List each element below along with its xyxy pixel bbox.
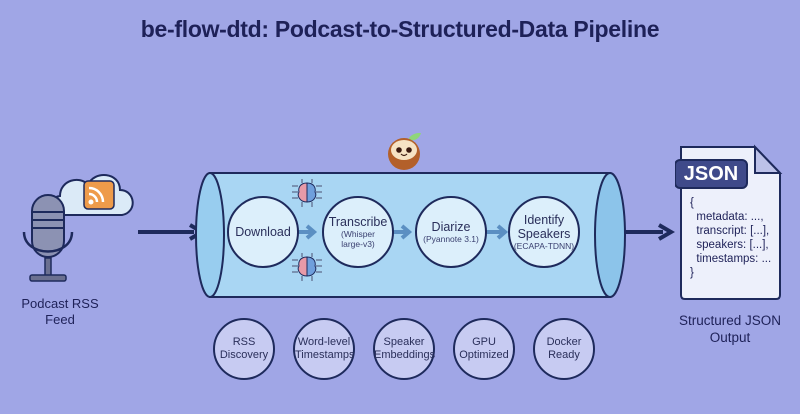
json-document-icon — [675, 144, 783, 300]
stage-name: Diarize — [431, 220, 471, 234]
json-line: speakers: [...], — [690, 239, 769, 251]
feature-speaker-embeddings: Speaker Embeddings — [373, 318, 435, 380]
json-line: } — [690, 267, 694, 279]
brain-circuit-icon — [292, 179, 322, 207]
feature-rss-discovery: RSS Discovery — [213, 318, 275, 380]
diagram-title: be-flow-dtd: Podcast-to-Structured-Data … — [140, 16, 660, 42]
stage-name: Download — [235, 225, 291, 239]
feature-label: RSS Discovery — [219, 336, 269, 361]
stage-sub: (ECAPA-TDNN) — [513, 241, 575, 251]
source-label: Podcast RSS Feed — [21, 296, 99, 327]
json-badge: JSON — [683, 163, 739, 185]
stage-identify-speakers: Identify Speakers (ECAPA-TDNN) — [508, 196, 580, 268]
arrow-out — [625, 223, 675, 241]
json-line: timestamps: ... — [690, 253, 772, 265]
rss-icon — [83, 180, 115, 210]
feature-word-level-timestamps: Word-level Timestamps — [293, 318, 355, 380]
stage-transcribe: Transcribe (Whisper large-v3) — [322, 196, 394, 268]
feature-gpu-optimized: GPU Optimized — [453, 318, 515, 380]
json-line: transcript: [...], — [690, 225, 770, 237]
brain-circuit-icon — [292, 253, 322, 281]
microphone-icon — [22, 194, 74, 282]
feature-label: Speaker Embeddings — [374, 336, 436, 361]
output-label: Structured JSON Output — [678, 313, 782, 345]
json-line: metadata: ..., — [690, 211, 764, 223]
stage-name: Transcribe — [328, 215, 388, 229]
feature-docker-ready: Docker Ready — [533, 318, 595, 380]
json-line: { — [690, 197, 694, 209]
feature-label: Word-level Timestamps — [295, 336, 355, 361]
stage-diarize: Diarize (Pyannote 3.1) — [415, 196, 487, 268]
feature-label: Docker Ready — [546, 336, 582, 361]
feature-label: GPU Optimized — [459, 336, 509, 361]
stage-name: Identify Speakers — [517, 213, 571, 241]
stage-sub: (Whisper large-v3) — [340, 229, 375, 249]
stage-sub: (Pyannote 3.1) — [423, 234, 479, 244]
json-preview: { metadata: ..., transcript: [...], spea… — [690, 196, 771, 280]
podcast-source-graphic — [22, 174, 134, 282]
stage-download: Download — [227, 196, 299, 268]
coconut-mascot-icon — [388, 132, 421, 170]
